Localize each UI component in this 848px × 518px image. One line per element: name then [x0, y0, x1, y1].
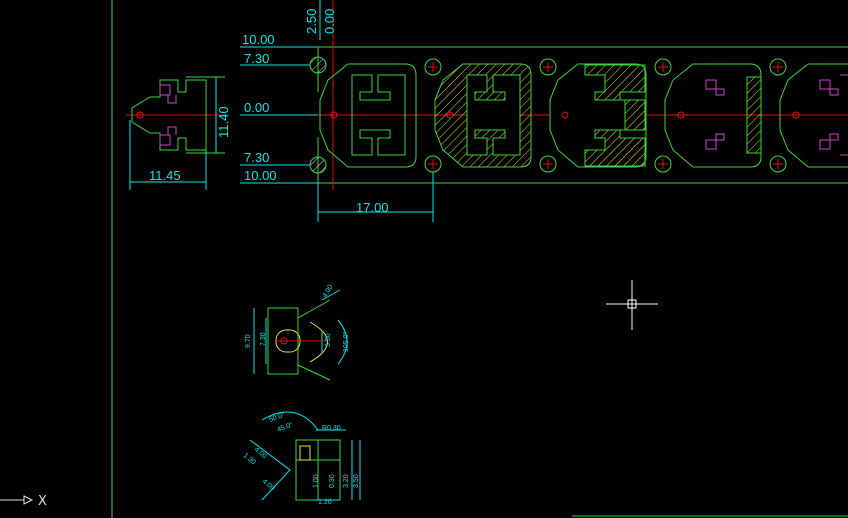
- detail-view-2: R0.30 50.0° 45.0° 4.00 1.30 4.00 1.00 0.…: [242, 411, 361, 506]
- detail2-angle-45: 45.0°: [276, 421, 294, 434]
- detail2-dim-1: 1.00: [313, 474, 320, 488]
- detail1-dim-7-30: 7.30: [260, 332, 267, 346]
- hidden-features: [705, 74, 848, 156]
- single-part-hidden: [159, 84, 177, 146]
- dimension-labels: 10.00 7.30 0.00 7.30 10.00 17.00 11.45 1…: [149, 9, 389, 215]
- dim-center-0: 0.00: [244, 100, 269, 115]
- strip-part-4: [664, 63, 762, 168]
- detail2-dim-3-50: 3.50: [353, 474, 360, 488]
- crosshair-cursor: [606, 280, 658, 330]
- part-center-marks: [330, 111, 800, 119]
- detail2-radius: R0.30: [322, 425, 341, 432]
- single-part-center: [136, 111, 144, 119]
- dim-bottom-10: 10.00: [244, 168, 277, 183]
- strip-part-5: [779, 63, 848, 168]
- detail1-dim-3-50: 3.50: [325, 333, 332, 347]
- detail1-dim-angle: 105.0°: [342, 331, 350, 352]
- dim-pitch: 17.00: [356, 200, 389, 215]
- dim-vert-0: 0.00: [322, 9, 337, 34]
- detail2-dim-4-b: 4.00: [261, 478, 276, 492]
- detail2-dim-3-20: 3.20: [343, 474, 350, 488]
- detail2-angle-50: 50.0°: [268, 411, 286, 424]
- viewport-borders: [111, 0, 848, 518]
- pilot-hole-centers: [428, 62, 783, 169]
- detail-view-1: 9.70 7.30 3.50 105.0° 4.00: [245, 284, 350, 381]
- dim-part-height: 11.40: [216, 106, 231, 138]
- dim-vert-2-50: 2.50: [304, 9, 319, 34]
- dim-part-width: 11.45: [149, 168, 181, 183]
- detail2-dim-1-30: 1.30: [242, 452, 257, 466]
- detail2-dim-1-20: 1.20: [318, 499, 332, 506]
- strip-part-2: [434, 63, 532, 168]
- ucs-x-label: X: [38, 494, 47, 509]
- strip-part-1: [319, 63, 417, 168]
- dimension-lines: [129, 0, 434, 222]
- detail2-dim-0-30: 0.30: [329, 474, 336, 488]
- dim-top-10: 10.00: [242, 32, 275, 47]
- dim-top-7-30: 7.30: [244, 51, 269, 66]
- strip-part-3: [549, 63, 647, 168]
- dim-bottom-7-30: 7.30: [244, 150, 269, 165]
- detail1-dim-4: 4.00: [322, 284, 335, 299]
- detail1-dim-9-70: 9.70: [245, 334, 252, 348]
- ucs-icon: X: [0, 494, 47, 509]
